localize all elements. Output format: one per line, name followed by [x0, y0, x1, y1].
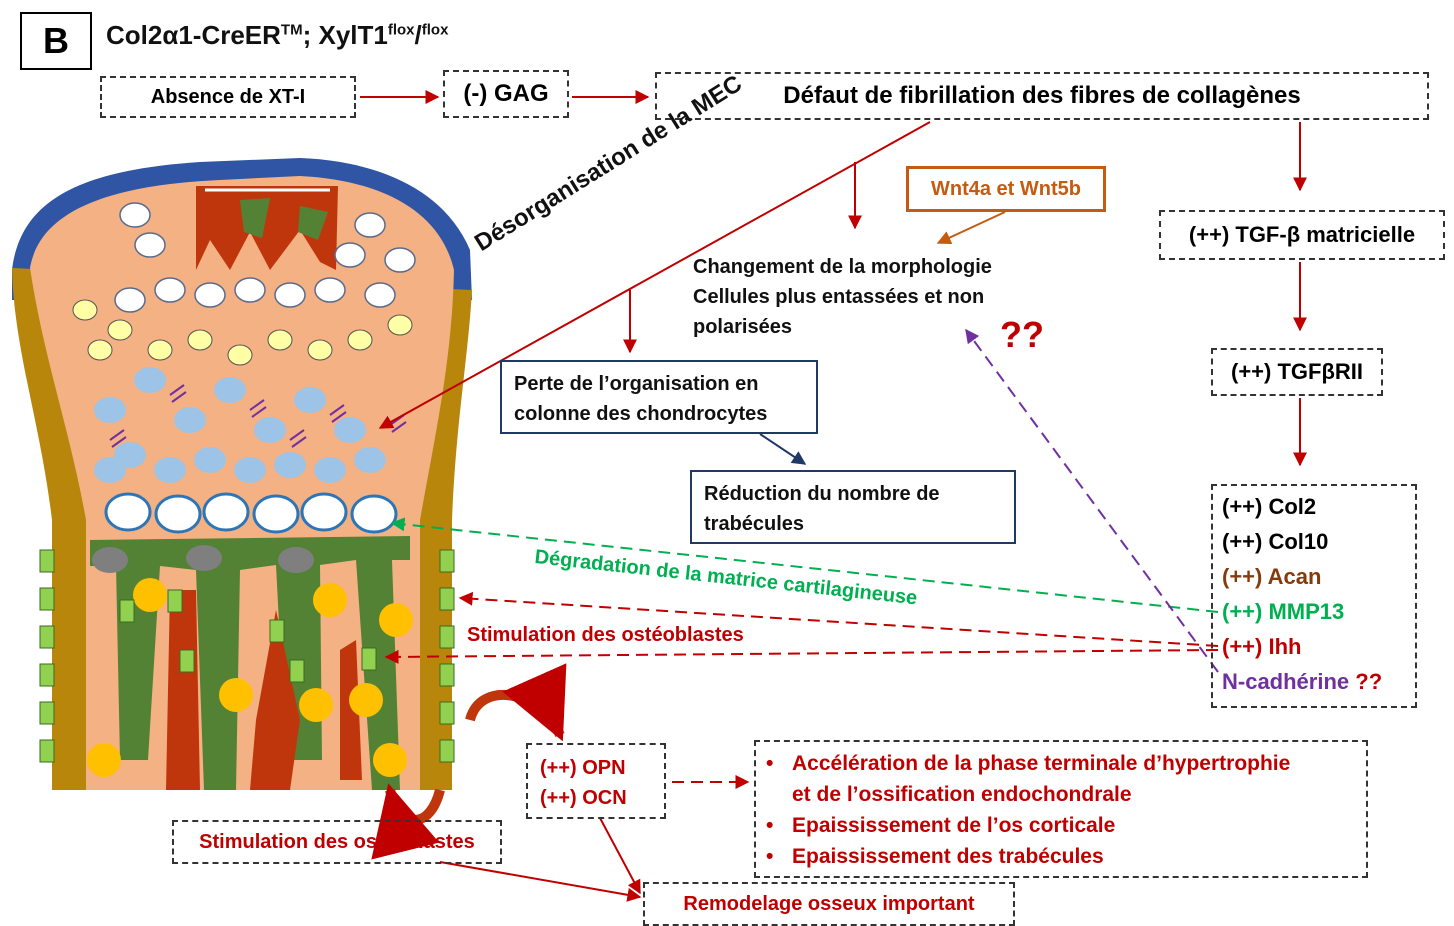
osteoblastes-label: Stimulation des ostéoblastes — [467, 624, 744, 646]
gene-col2: (++) Col2 — [1222, 494, 1317, 519]
effect-item-acceleration: Accélération de la phase terminale d’hyp… — [756, 748, 1366, 810]
effect-item-cortical: Epaississement de l’os corticale — [756, 810, 1366, 841]
title-flox-1: flox — [387, 21, 415, 39]
morphology-line-2: Cellules plus entassées et non — [693, 286, 985, 308]
morphology-line-1: Changement de la morphologie — [693, 256, 992, 278]
gene-ihh: (++) Ihh — [1222, 634, 1302, 659]
ocn-label: (++) OCN — [540, 787, 627, 809]
title-tm: TM — [280, 21, 303, 39]
tgfbrii-box: (++) TGFβRII — [1211, 348, 1383, 396]
effect-acceleration-line-1: Accélération de la phase terminale d’hyp… — [792, 752, 1291, 775]
morphology-line-3: polarisées — [693, 316, 792, 338]
title-slash: / — [414, 20, 422, 50]
title-flox-2: flox — [421, 21, 449, 39]
perte-line-2: colonne des chondrocytes — [514, 403, 768, 425]
reduction-box: Réduction du nombre de trabécules — [690, 470, 1016, 544]
bone-illustration — [12, 158, 567, 860]
perte-box: Perte de l’organisation en colonne des c… — [500, 360, 818, 434]
gene-list-box — [1211, 484, 1417, 708]
opn-label: (++) OPN — [540, 757, 626, 779]
gene-mmp13: (++) MMP13 — [1222, 599, 1345, 624]
gene-ncadherin: N-cadhérine ?? — [1222, 669, 1382, 695]
gene-ncadherin-question: ?? — [1355, 669, 1383, 694]
osteoclastes-box: Stimulation des ostéoclastes — [172, 820, 502, 864]
perte-line-1: Perte de l’organisation en — [514, 373, 759, 395]
remodelage-box: Remodelage osseux important — [643, 882, 1015, 926]
tgfb-box: (++) TGF-β matricielle — [1159, 210, 1445, 260]
morphology-question: ?? — [1000, 314, 1044, 355]
absence-box: Absence de XT-I — [100, 76, 356, 118]
gene-acan: (++) Acan — [1222, 564, 1322, 589]
gag-box: (-) GAG — [443, 70, 569, 118]
bone-marrow — [166, 590, 362, 790]
opn-ocn-box: (++) OPN (++) OCN — [526, 743, 666, 819]
panel-letter: B — [20, 12, 92, 70]
gene-col10: (++) Col10 — [1222, 529, 1329, 554]
wnt-box: Wnt4a et Wnt5b — [906, 166, 1106, 212]
effect-item-trabecules: Epaississement des trabécules — [756, 841, 1366, 872]
effects-box: Accélération de la phase terminale d’hyp… — [754, 740, 1368, 878]
reduction-line-1: Réduction du nombre de — [704, 483, 940, 505]
effect-acceleration-line-2: et de l’ossification endochondrale — [792, 783, 1132, 806]
title-main: Col2α1-CreER — [106, 20, 281, 50]
osteoclast-loop-arrow — [465, 663, 567, 742]
defaut-box: Défaut de fibrillation des fibres de col… — [655, 72, 1429, 120]
gene-ncadherin-label: N-cadhérine — [1222, 669, 1350, 694]
reduction-line-2: trabécules — [704, 513, 805, 535]
title-mid: ; XylT1 — [302, 20, 388, 50]
figure-title: Col2α1-CreERTM; XylT1flox/flox — [106, 20, 448, 51]
